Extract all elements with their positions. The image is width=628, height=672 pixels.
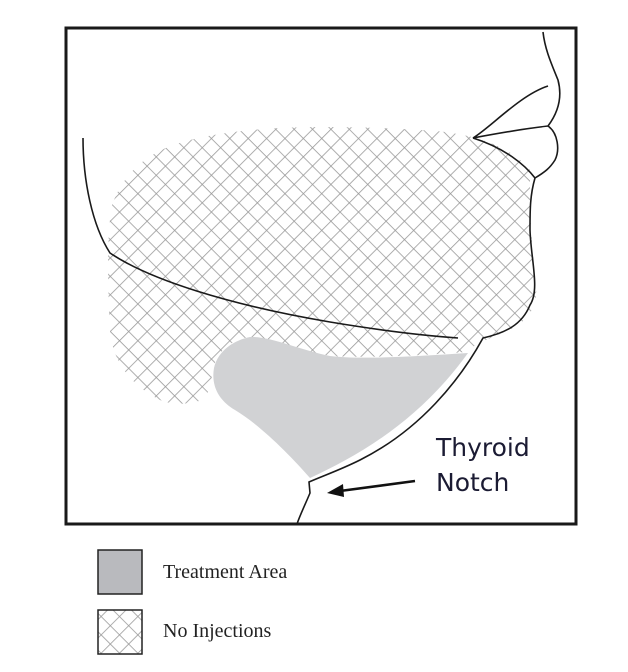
thyroid-notch-arrow (327, 479, 416, 497)
legend-no-injection-swatch (97, 609, 143, 655)
no-injection-zone (108, 127, 537, 404)
treatment-area (213, 336, 468, 478)
callout-notch: Notch (436, 468, 509, 497)
legend-treatment-swatch (97, 549, 143, 595)
jaw-line (82, 137, 459, 339)
legend-label-no-injections: No Injections (163, 620, 272, 642)
diagram-frame (64, 26, 578, 526)
face-profile-outline (296, 31, 561, 524)
legend-label-treatment-area: Treatment Area (163, 561, 288, 583)
callout-thyroid: Thyroid (435, 433, 530, 462)
